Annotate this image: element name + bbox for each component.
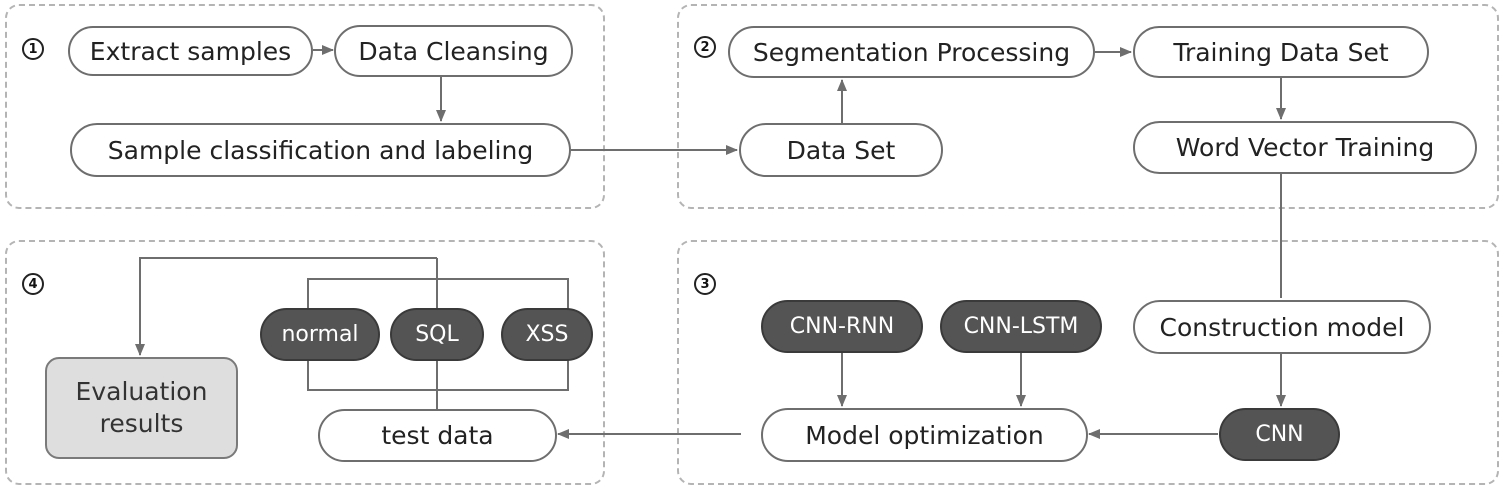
- panel-4: [5, 240, 605, 485]
- xss-category-node: XSS: [501, 308, 593, 361]
- construction-model-node: Construction model: [1133, 300, 1431, 354]
- word-vector-training-node: Word Vector Training: [1133, 121, 1477, 174]
- cnn-node: CNN: [1219, 408, 1340, 461]
- cnn-lstm-node: CNN-LSTM: [940, 300, 1102, 353]
- cnn-rnn-node: CNN-RNN: [761, 300, 923, 353]
- arrow-to-evaluation: [135, 257, 437, 356]
- data-cleansing-node: Data Cleansing: [334, 25, 573, 77]
- step-number-badge: 1: [22, 38, 44, 60]
- training-data-set-node: Training Data Set: [1133, 26, 1429, 78]
- extract-samples-node: Extract samples: [68, 26, 313, 76]
- test-data-node: test data: [318, 409, 557, 462]
- panel-3: [677, 240, 1499, 485]
- normal-category-node: normal: [260, 308, 380, 361]
- step-number-badge: 2: [694, 36, 716, 58]
- panel-1: [5, 4, 605, 209]
- segmentation-processing-node: Segmentation Processing: [728, 26, 1095, 78]
- step-number-badge: 3: [694, 273, 716, 295]
- panel-2: [677, 4, 1499, 209]
- evaluation-results-node: Evaluation results: [45, 357, 238, 459]
- model-optimization-node: Model optimization: [761, 408, 1088, 462]
- step-number-badge: 4: [22, 273, 44, 295]
- sample-classification-node: Sample classification and labeling: [70, 123, 571, 177]
- data-set-node: Data Set: [739, 123, 943, 177]
- sql-category-node: SQL: [390, 308, 484, 361]
